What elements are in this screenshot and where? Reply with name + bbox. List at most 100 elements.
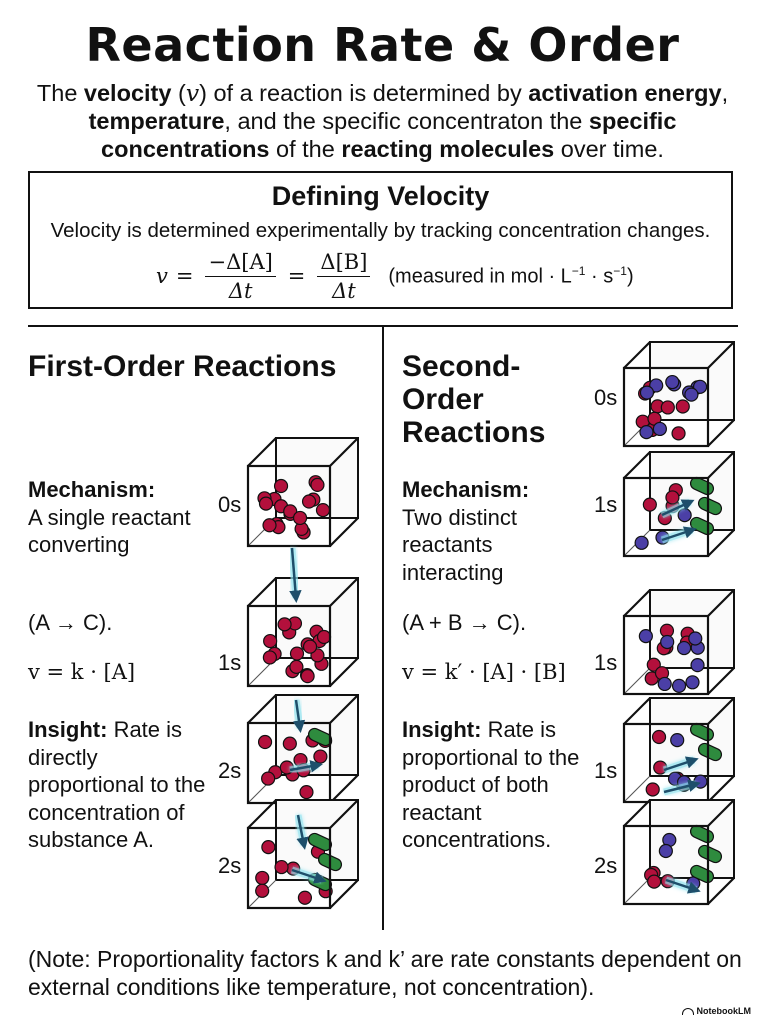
reactant-a-molecule [285, 767, 300, 782]
reactant-a-molecule [660, 400, 675, 415]
reactant-a-molecule [255, 883, 270, 898]
reactant-a-molecule [292, 510, 308, 526]
first-order-mechanism: Mechanism:A single reactant converting [28, 477, 191, 557]
reactant-a-molecule [660, 874, 675, 889]
reactant-a-molecule [668, 483, 683, 498]
reactant-a-molecule [644, 671, 659, 686]
reactant-a-molecule [300, 637, 315, 652]
intro-paragraph: The velocity (v) of a reaction is determ… [36, 79, 729, 162]
reactant-a-molecule [644, 867, 659, 883]
reactant-a-molecule [645, 422, 660, 438]
reactant-a-molecule [286, 861, 301, 876]
reactant-a-molecule [680, 626, 695, 641]
reactant-b-molecule [667, 771, 683, 786]
reactant-b-molecule [686, 876, 701, 891]
reactant-a-molecule [646, 865, 661, 881]
reactant-a-molecule [274, 859, 289, 875]
reactant-a-molecule [283, 504, 298, 519]
reactant-a-molecule [312, 633, 327, 649]
reactant-b-molecule [665, 374, 680, 390]
reactant-a-molecule [282, 736, 297, 751]
time-label: 1s [594, 650, 618, 675]
reactant-a-molecule [309, 624, 324, 639]
reactant-a-molecule [261, 771, 276, 786]
definition-text: Velocity is determined experimentally by… [50, 219, 711, 242]
product-molecule [689, 864, 715, 884]
reactant-b-molecule [638, 629, 653, 644]
time-label: 0s [218, 492, 242, 517]
reactant-b-molecule [639, 385, 655, 400]
reactant-a-molecule [269, 516, 284, 532]
reactant-a-molecule [257, 734, 273, 750]
reactant-a-molecule [285, 664, 300, 679]
first-order-cube [246, 437, 359, 548]
formula-units: (measured in mol · L−1 · s−1) [388, 263, 634, 288]
reactant-a-molecule [283, 506, 298, 521]
reactant-a-molecule [261, 840, 276, 855]
reactant-b-molecule [657, 676, 672, 692]
reactant-a-molecule [314, 656, 329, 671]
reactant-b-molecule [676, 640, 692, 656]
reactant-a-molecule [646, 657, 661, 672]
reactant-a-molecule [302, 639, 318, 654]
time-label: 1s [218, 650, 242, 675]
reactant-b-molecule [685, 675, 700, 690]
time-label: 1s [594, 492, 618, 517]
product-molecule [689, 824, 715, 844]
reactant-a-molecule [315, 503, 331, 518]
time-label: 2s [218, 853, 242, 878]
reactant-a-molecule [318, 884, 333, 899]
first-order-progress-arrows [288, 547, 309, 850]
reactant-a-molecule [310, 648, 325, 663]
reactant-a-molecule [294, 521, 309, 536]
first-order-title: First-Order Reactions [28, 350, 337, 383]
second-order-cube [622, 341, 735, 448]
time-label: 2s [594, 853, 618, 878]
reactant-a-molecule [671, 426, 686, 441]
reactant-a-molecule [305, 733, 320, 748]
reactant-a-molecule [313, 749, 328, 764]
reactant-a-molecule [676, 777, 691, 792]
product-molecule [697, 496, 723, 516]
first-order-cube [246, 577, 359, 688]
product-molecule [307, 872, 333, 892]
reactant-a-molecule [257, 491, 272, 506]
reactant-a-molecule [267, 491, 282, 507]
reactant-a-molecule [262, 650, 277, 665]
reactant-a-molecule [287, 616, 303, 631]
definition-box: Defining Velocity Velocity is determined… [28, 171, 733, 309]
product-molecule [307, 832, 333, 852]
reactant-a-molecule [306, 492, 321, 507]
reactant-a-molecule [299, 668, 315, 683]
reactant-a-molecule [273, 499, 289, 514]
reactant-a-molecule [297, 890, 313, 905]
reactant-a-molecule [656, 641, 671, 656]
reactant-b-molecule [677, 508, 692, 523]
reactant-a-molecule [654, 666, 670, 681]
reactant-b-molecule [690, 640, 705, 655]
reactant-b-molecule [670, 732, 685, 748]
reactant-a-molecule [279, 760, 294, 775]
reactant-a-molecule [665, 490, 680, 505]
second-order-mechanism: Mechanism:Two distinct reactants interac… [402, 477, 530, 585]
reactant-a-molecule [635, 414, 650, 429]
reactant-b-molecule [690, 658, 705, 673]
reactant-a-molecule [310, 477, 325, 492]
reactant-a-molecule [657, 511, 672, 526]
reactant-b-molecule [692, 379, 708, 394]
second-order-cube [622, 451, 735, 558]
reactant-a-molecule [316, 629, 332, 645]
reactant-a-molecule [653, 760, 668, 775]
reactant-a-molecule [268, 765, 283, 780]
reactant-b-molecule [671, 678, 687, 693]
second-order-reaction: (A + B → C). [402, 610, 527, 635]
reactant-a-molecule [293, 752, 308, 768]
reactant-a-molecule [650, 399, 665, 414]
reactant-a-molecule [301, 494, 317, 509]
reactant-b-molecule [649, 378, 664, 393]
brand-mark: NotebookLM [681, 1006, 751, 1016]
reactant-a-molecule [642, 497, 657, 512]
reactant-a-molecule [289, 646, 305, 661]
first-order-reaction: (A → C). [28, 610, 113, 635]
